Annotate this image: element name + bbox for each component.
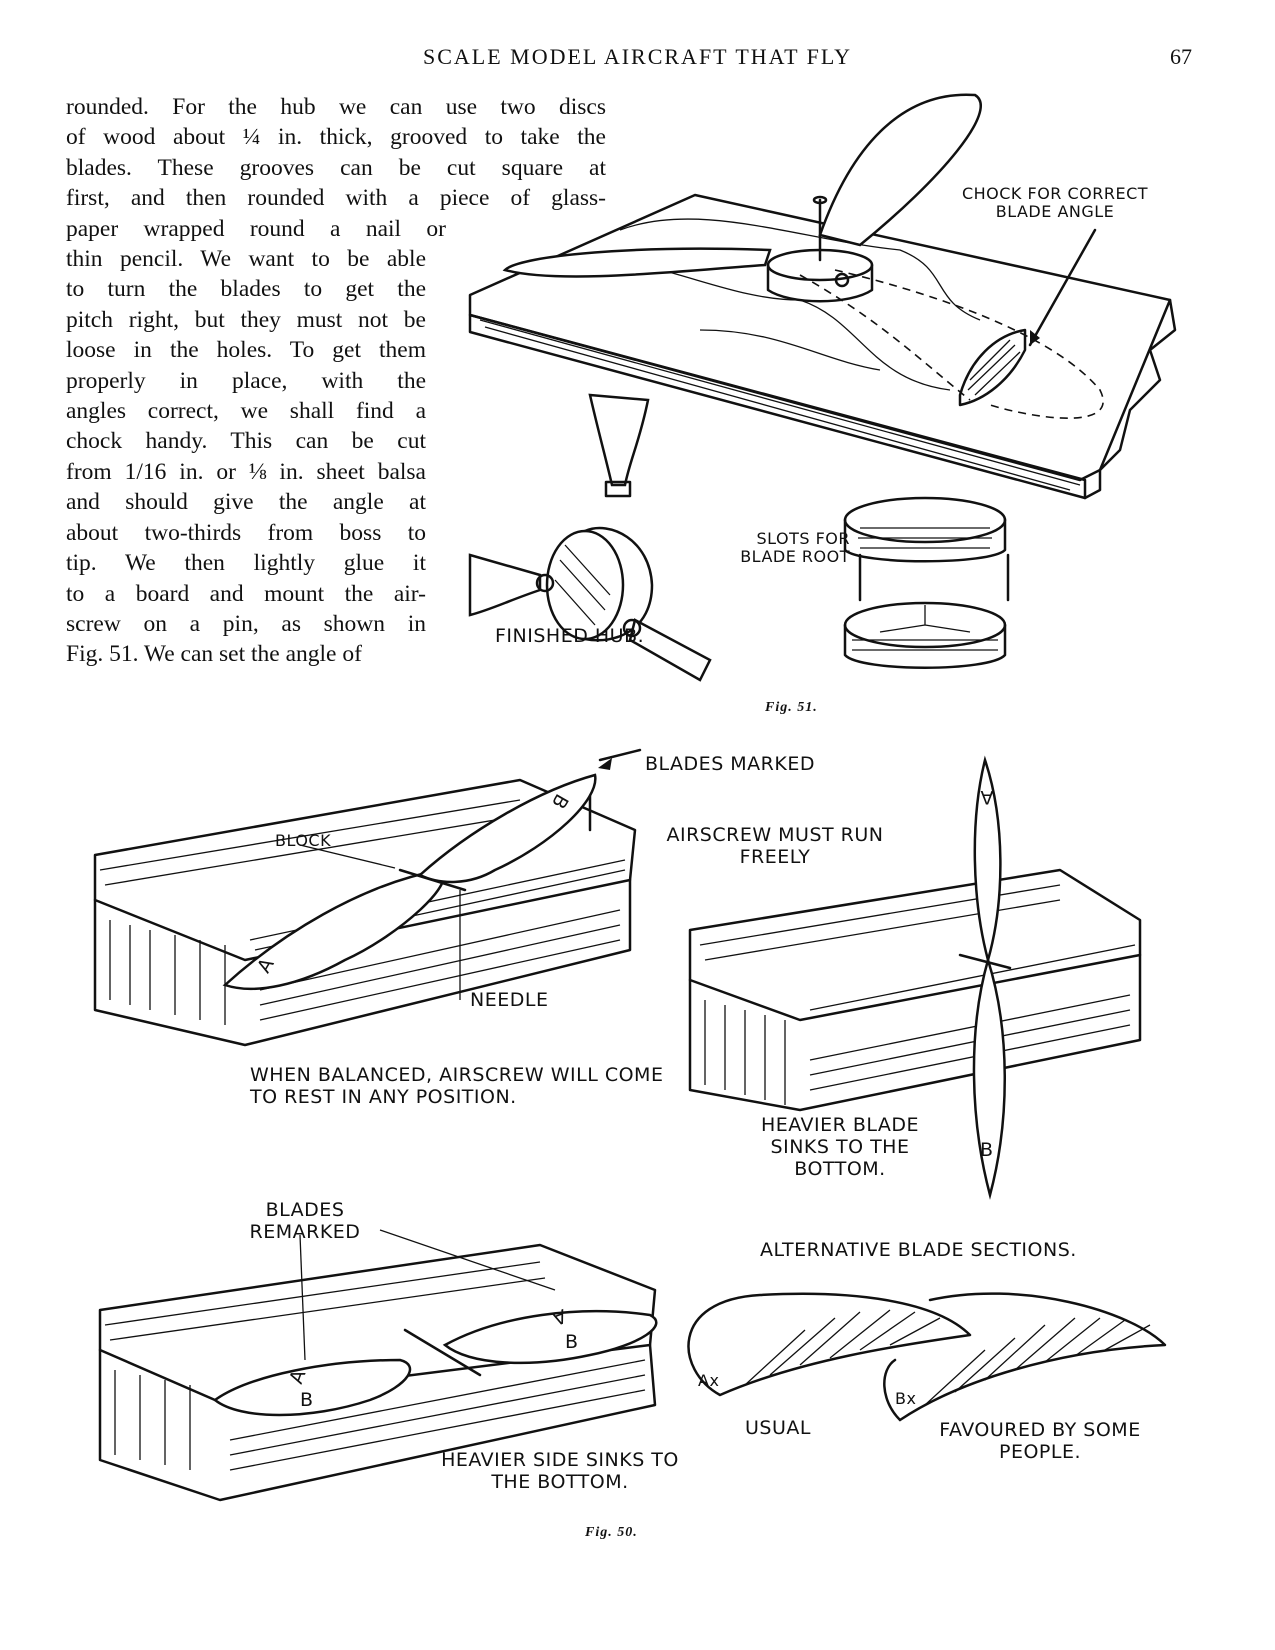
airscrew-bottom-drawing (212, 1229, 658, 1417)
airscrew-right-drawing (958, 755, 1012, 1200)
blades-marked-label: BLADES MARKED (645, 753, 815, 775)
heavier-blade-label: HEAVIER BLADE SINKS TO THE BOTTOM. (760, 1114, 920, 1180)
hub-discs-drawing (843, 496, 1010, 669)
alt-sections-label: ALTERNATIVE BLADE SECTIONS. (760, 1239, 1077, 1261)
text-line: blades. These grooves can be cut square … (66, 154, 606, 181)
blade-letter-b: B (565, 1331, 579, 1353)
text-line: first, and then rounded with a piece of … (66, 185, 606, 212)
text-line: properly in place, with the (66, 367, 426, 394)
heavier-side-label: HEAVIER SIDE SINKS TO THE BOTTOM. (441, 1449, 679, 1493)
chock-drawing (958, 228, 1097, 407)
must-run-freely-label: AIRSCREW MUST RUN FREELY (666, 824, 884, 868)
fig51-caption: Fig. 51. (765, 700, 818, 715)
text-line: screw on a pin, as shown in (66, 610, 426, 637)
text-line: rounded. For the hub we can use two disc… (66, 94, 606, 120)
blade-letter-b: B (980, 1139, 994, 1161)
page-number: 67 (1170, 44, 1192, 69)
balancing-block-left-drawing (93, 778, 637, 1047)
slots-label: SLOTS FOR BLADE ROOT (740, 529, 850, 567)
airscrew-left-drawing (222, 748, 642, 1000)
section-bx-label: Bx (895, 1389, 917, 1408)
text-line: to a board and mount the air- (66, 580, 426, 607)
text-line: loose in the holes. To get them (66, 337, 426, 364)
text-line: and should give the angle at (66, 489, 426, 516)
text-line: chock handy. This can be cut (66, 428, 426, 455)
text-line: pitch right, but they must not be (66, 306, 426, 333)
text-line: of wood about ¼ in. thick, grooved to ta… (66, 124, 606, 151)
usual-label: USUAL (745, 1417, 811, 1439)
blade-letter-a: A (980, 785, 994, 808)
text-line: from 1/16 in. or ⅛ in. sheet balsa (66, 458, 426, 485)
text-line: paper wrapped round a nail or (66, 215, 446, 242)
needle-label: NEEDLE (470, 989, 549, 1011)
text-line: Fig. 51. We can set the angle of (66, 641, 362, 668)
text-line: tip. We then lightly glue it (66, 550, 426, 577)
fig50-caption: Fig. 50. (585, 1525, 638, 1540)
text-line: about two-thirds from boss to (66, 519, 426, 546)
airscrew-on-pin-drawing (502, 93, 982, 303)
text-line: thin pencil. We want to be able (66, 246, 426, 273)
blade-section-favoured-drawing (883, 1292, 1167, 1422)
blade-section-usual-drawing (687, 1292, 972, 1397)
text-line: to turn the blades to get the (66, 276, 426, 303)
blade-letter-b: B (300, 1389, 314, 1411)
favoured-label: FAVOURED BY SOME PEOPLE. (939, 1419, 1141, 1463)
finished-hub-label: FINISHED HUB. (495, 625, 645, 647)
balancing-block-bottom-drawing (98, 1243, 657, 1502)
chock-label: CHOCK FOR CORRECT BLADE ANGLE (961, 184, 1149, 222)
when-balanced-label: WHEN BALANCED, AIRSCREW WILL COME TO RES… (250, 1064, 664, 1108)
finished-hub-drawing (468, 393, 712, 682)
body-text: rounded. For the hub we can use two disc… (66, 92, 606, 670)
balancing-block-right-drawing (688, 868, 1142, 1112)
section-ax-label: Ax (698, 1371, 720, 1390)
blades-remarked-label: BLADES REMARKED (249, 1199, 361, 1243)
block-label: BLOCK (275, 831, 332, 850)
text-line: angles correct, we shall find a (66, 398, 426, 425)
running-header: SCALE MODEL AIRCRAFT THAT FLY (422, 44, 853, 69)
